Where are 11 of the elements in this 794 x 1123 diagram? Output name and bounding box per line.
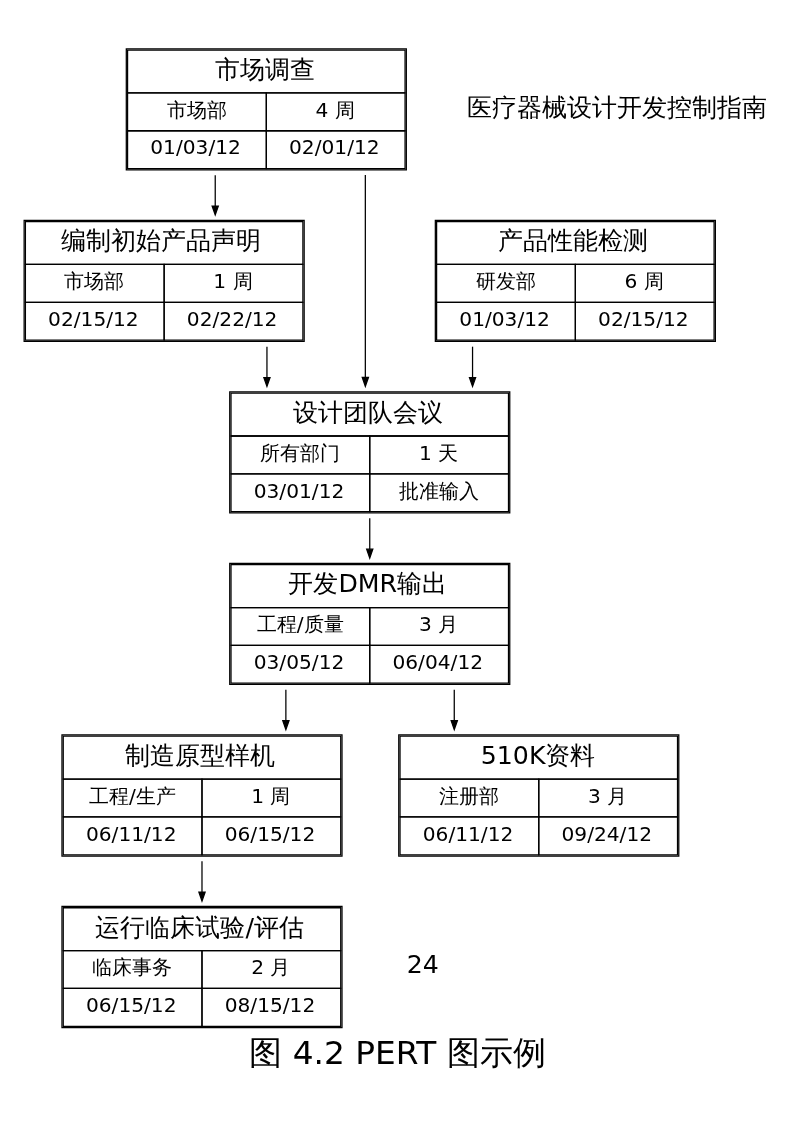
label: 医疗器械设计开发控制指南 <box>466 92 767 122</box>
arrow <box>468 346 477 389</box>
label: 24 <box>406 950 439 980</box>
arrow <box>210 174 219 217</box>
arrow <box>197 860 206 903</box>
arrow <box>262 346 271 389</box>
arrow <box>360 174 369 389</box>
arrow <box>449 689 458 732</box>
arrow <box>281 689 290 732</box>
caption: 图 4.2 PERT 图示例 <box>248 1033 546 1072</box>
arrow <box>365 517 374 560</box>
